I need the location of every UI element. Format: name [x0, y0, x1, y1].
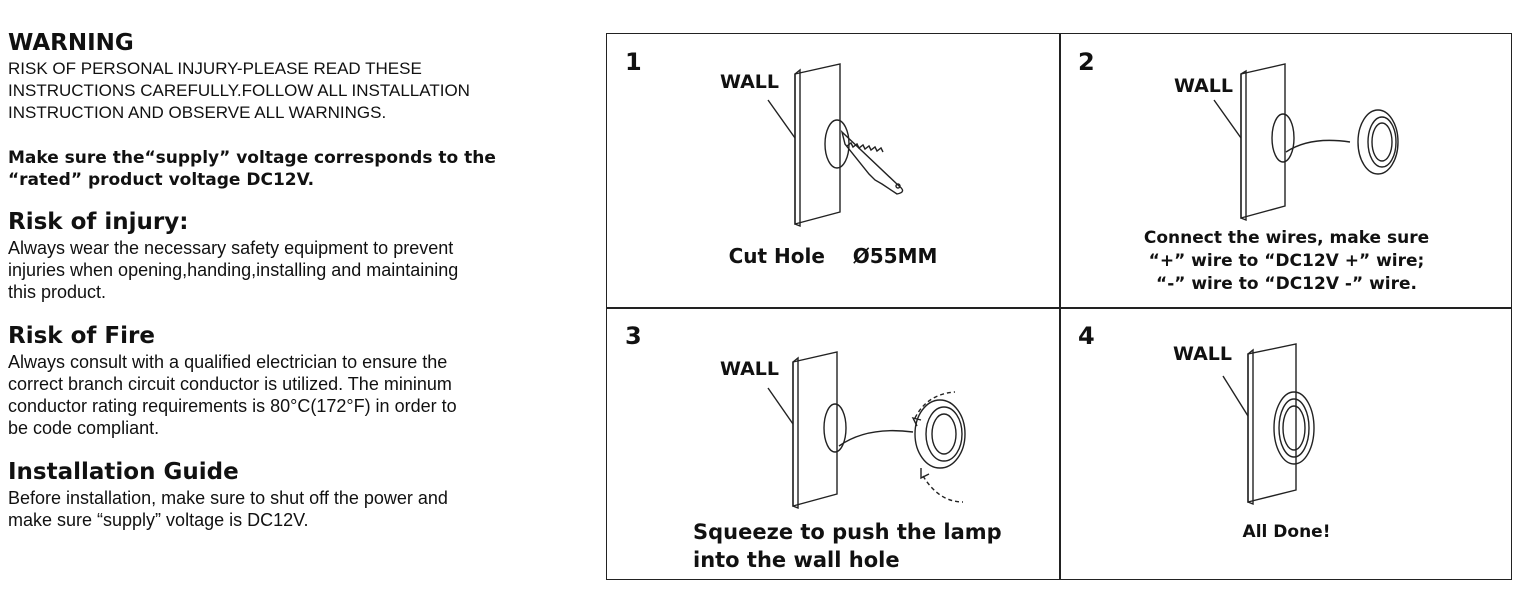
step-2-illustration: [1213, 63, 1399, 222]
grid-divider-horizontal: [607, 307, 1511, 309]
grid-divider-vertical: [1059, 34, 1061, 579]
step-1-illustration: [767, 63, 904, 228]
step-4-number: 4: [1078, 322, 1095, 350]
risk-injury-heading: Risk of injury:: [8, 209, 189, 235]
installation-steps-grid: 1 WALL Cut Hole Ø55MM 2 WALL: [606, 33, 1512, 580]
warning-text: RISK OF PERSONAL INJURY-PLEASE READ THES…: [8, 59, 470, 122]
step-1-number: 1: [625, 48, 642, 76]
step-4-wall-label: WALL: [1173, 343, 1233, 365]
step-2-caption: Connect the wires, make sure “+” wire to…: [1143, 228, 1430, 294]
installation-guide-text: Before installation, make sure to shut o…: [8, 488, 448, 530]
step-4-panel: 4 WALL All Done!: [1060, 308, 1513, 581]
step-2-wall-label: WALL: [1174, 75, 1234, 97]
step-4-caption: All Done!: [1242, 522, 1331, 542]
risk-fire-text: Always consult with a qualified electric…: [8, 352, 457, 438]
step-1-caption: Cut Hole Ø55MM: [728, 244, 938, 268]
step-3-panel: 3 WALL Squeeze to push the lamp into the…: [607, 308, 1059, 581]
step-3-caption: Squeeze to push the lamp into the wall h…: [693, 520, 1002, 572]
instructions-text: WARNING RISK OF PERSONAL INJURY-PLEASE R…: [8, 28, 588, 531]
voltage-note: Make sure the“supply” voltage correspond…: [8, 148, 496, 190]
step-2-panel: 2 WALL Connect the wires, make sure “+” …: [1060, 34, 1513, 307]
warning-heading: WARNING: [8, 30, 134, 56]
step-3-illustration: [767, 351, 966, 510]
step-3-number: 3: [625, 322, 642, 350]
step-4-illustration: [1222, 343, 1315, 506]
step-3-wall-label: WALL: [720, 358, 780, 380]
installation-guide-heading: Installation Guide: [8, 459, 239, 485]
step-1-wall-label: WALL: [720, 71, 780, 93]
step-2-number: 2: [1078, 48, 1095, 76]
step-1-panel: 1 WALL Cut Hole Ø55MM: [607, 34, 1059, 307]
risk-fire-heading: Risk of Fire: [8, 323, 155, 349]
risk-injury-text: Always wear the necessary safety equipme…: [8, 238, 459, 302]
